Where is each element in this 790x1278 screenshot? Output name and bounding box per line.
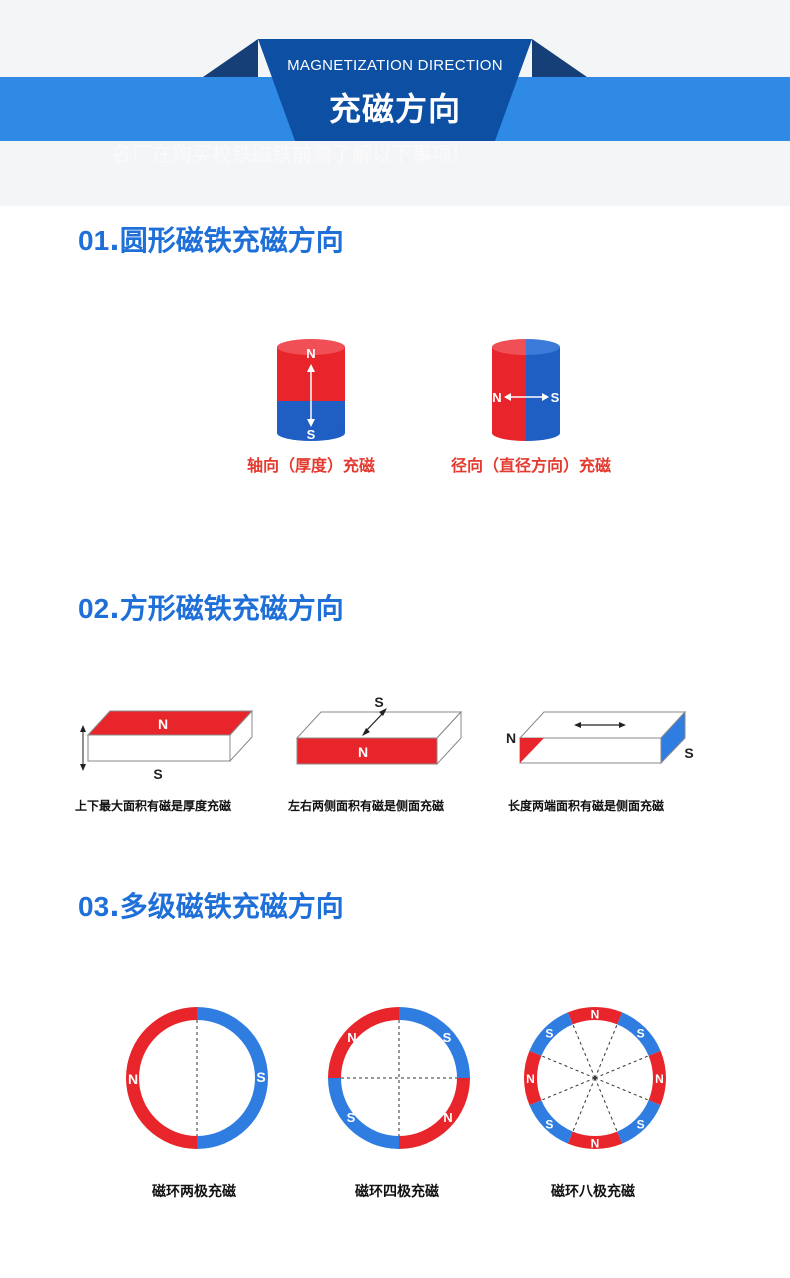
ring-segment	[529, 1012, 573, 1056]
side-block-icon: S N	[295, 694, 463, 766]
south-pole-label: S	[551, 390, 560, 405]
south-pole-label: S	[256, 1069, 265, 1085]
axial-caption: 轴向（厚度）充磁	[247, 456, 376, 475]
ring-segment	[524, 1050, 542, 1106]
section-title-text: .多级磁铁充磁方向	[109, 890, 344, 923]
north-pole-label: N	[347, 1030, 356, 1045]
header-title-zh: 充磁方向	[328, 90, 461, 128]
eight-pole-ring-icon: N S N S N S N S	[524, 1007, 666, 1151]
section-title-text: .圆形磁铁充磁方向	[109, 224, 344, 257]
two-pole-caption: 磁环两极充磁	[152, 1184, 236, 1200]
ring-spoke	[594, 1055, 649, 1079]
north-pole-label: N	[591, 1008, 600, 1022]
south-pole-label: S	[637, 1026, 645, 1040]
ring-segment	[567, 1007, 623, 1025]
section-title-multipole: 03.多级磁铁充磁方向	[78, 885, 344, 925]
side-caption: 左右两侧面积有磁是侧面充磁	[288, 799, 445, 813]
section-title-square: 02.方形磁铁充磁方向	[78, 587, 344, 627]
north-pole-label: N	[526, 1072, 535, 1086]
south-pole-label: S	[545, 1026, 553, 1040]
thickness-block-icon: N S	[80, 709, 254, 782]
axial-cylinder-icon: N S	[277, 339, 345, 442]
section-number: 03	[78, 891, 110, 922]
south-pole-label: S	[637, 1118, 645, 1132]
south-pole-label: S	[347, 1110, 356, 1125]
north-pole-label: N	[358, 744, 368, 760]
thickness-caption: 上下最大面积有磁是厚度充磁	[75, 799, 232, 813]
north-pole-label: N	[655, 1072, 664, 1086]
ring-spoke	[594, 1077, 649, 1101]
ring-segment	[567, 1131, 623, 1149]
header-ghost-line: 各厂在购买校铁磁铁前需了解以下事项!	[112, 142, 461, 166]
ring-spoke	[572, 1077, 596, 1132]
south-pole-label: S	[153, 766, 162, 782]
north-pole-label: N	[306, 346, 315, 361]
north-pole-label: N	[443, 1110, 452, 1125]
radial-cylinder-icon: N S	[492, 339, 560, 441]
south-pole-label: S	[443, 1030, 452, 1045]
ring-segment	[617, 1100, 661, 1144]
ring-spoke	[541, 1055, 596, 1079]
ring-segment	[617, 1012, 661, 1056]
end-caption: 长度两端面积有磁是侧面充磁	[508, 799, 665, 813]
radial-caption: 径向（直径方向）充磁	[451, 456, 612, 475]
ring-spoke	[594, 1024, 618, 1079]
two-pole-ring-icon: N S	[126, 1007, 268, 1149]
north-pole-label: N	[506, 730, 516, 746]
north-pole-label: N	[591, 1137, 600, 1151]
north-pole-label: N	[492, 390, 501, 405]
north-pole-label: N	[158, 716, 168, 732]
end-block-icon: N S	[506, 710, 694, 765]
section-number: 02	[78, 593, 110, 624]
section-title-round: 01.圆形磁铁充磁方向	[78, 219, 344, 259]
section-number: 01	[78, 225, 110, 256]
ring-segment	[529, 1100, 573, 1144]
header-title-en: MAGNETIZATION DIRECTION	[287, 57, 503, 74]
section-title-text: .方形磁铁充磁方向	[109, 592, 344, 625]
south-pole-label: S	[684, 745, 693, 761]
four-pole-caption: 磁环四极充磁	[355, 1184, 439, 1200]
south-pole-label: S	[307, 427, 316, 442]
four-pole-ring-icon: N S S N	[328, 1007, 470, 1149]
ring-spoke	[572, 1024, 596, 1079]
south-pole-label: S	[374, 694, 383, 710]
north-pole-label: N	[128, 1071, 138, 1087]
ring-spoke	[541, 1077, 596, 1101]
header-banner-shape	[203, 39, 587, 141]
eight-pole-caption: 磁环八极充磁	[551, 1184, 635, 1200]
ring-spoke	[594, 1077, 618, 1132]
ring-segment	[648, 1050, 666, 1106]
south-pole-label: S	[545, 1118, 553, 1132]
